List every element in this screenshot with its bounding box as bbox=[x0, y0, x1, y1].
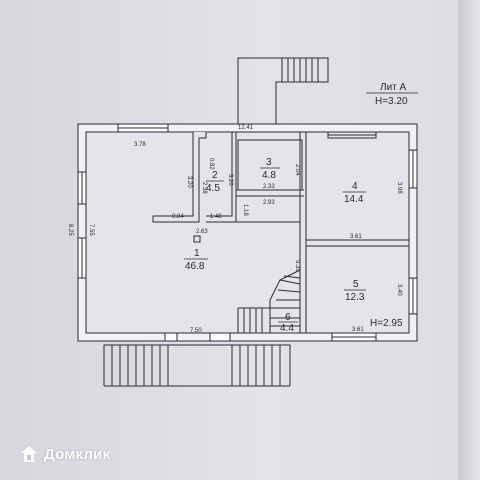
dim-bottom-len: 7.50 bbox=[190, 328, 202, 334]
dim-left-inner: 7.55 bbox=[88, 224, 94, 236]
dim-r1-263: 2.63 bbox=[196, 229, 208, 235]
dim-r3-top: 2.33 bbox=[263, 184, 275, 190]
dim-r5-bot: 3.61 bbox=[352, 327, 364, 333]
dimension-labels: 3.78 12.41 2.33 2.93 1.48 0.84 2.63 3.61… bbox=[67, 125, 402, 334]
room-1-area: 46.8 bbox=[185, 261, 205, 272]
dim-top-corr: 12.41 bbox=[238, 125, 254, 131]
room-3-number: 3 bbox=[266, 157, 272, 168]
domclick-brand: Домклик bbox=[44, 445, 111, 463]
domclick-logo-icon bbox=[20, 445, 38, 463]
height-main-label: H=3.20 bbox=[375, 96, 408, 107]
dim-r4-bot: 3.61 bbox=[350, 234, 362, 240]
interior-walls bbox=[152, 132, 409, 333]
room-marker bbox=[193, 235, 201, 243]
windows bbox=[77, 123, 418, 342]
paper-edge bbox=[458, 0, 480, 480]
rear-porch bbox=[237, 57, 329, 130]
room-labels: 1 46.8 2 4.5 3 4.8 4 14.4 5 12.3 6 4.4 bbox=[184, 157, 366, 334]
dim-top-left: 3.78 bbox=[134, 142, 146, 148]
front-stairs bbox=[103, 344, 291, 387]
outer-walls bbox=[77, 123, 418, 342]
dim-left-outer: 8.25 bbox=[67, 224, 73, 236]
dim-r1-s: 3.20 bbox=[186, 176, 192, 188]
domclick-watermark: Домклик bbox=[20, 443, 140, 465]
room-6-area: 4.4 bbox=[280, 323, 294, 334]
dim-r2-a: 0.82 bbox=[208, 158, 214, 170]
dim-r3-bot: 2.93 bbox=[263, 200, 275, 206]
room-5-area: 12.3 bbox=[345, 292, 365, 303]
dim-r4-h: 3.98 bbox=[396, 182, 402, 194]
liter-label: Лит А bbox=[380, 82, 407, 93]
staircase bbox=[237, 269, 301, 333]
height-annex-label: H=2.95 bbox=[370, 318, 403, 329]
dim-r2-bot: 1.48 bbox=[210, 214, 222, 220]
dim-r5-h: 3.40 bbox=[396, 284, 402, 296]
room-2-area: 4.5 bbox=[206, 183, 220, 194]
dim-r2-h: 3.20 bbox=[227, 174, 233, 186]
room-6-number: 6 bbox=[285, 312, 291, 323]
dim-r2-w: 2.38 bbox=[201, 182, 207, 194]
dim-r3-w: 2.04 bbox=[294, 164, 300, 176]
room-4-number: 4 bbox=[352, 181, 358, 192]
room-1-number: 1 bbox=[194, 248, 200, 259]
dim-corr-118: 1.18 bbox=[242, 204, 248, 216]
dim-stair-h: 5.35 bbox=[294, 260, 300, 272]
room-3-area: 4.8 bbox=[262, 170, 276, 181]
room-2-number: 2 bbox=[212, 170, 218, 181]
room-4-area: 14.4 bbox=[344, 194, 364, 205]
room-5-number: 5 bbox=[353, 279, 359, 290]
dim-wall-084: 0.84 bbox=[172, 214, 184, 220]
